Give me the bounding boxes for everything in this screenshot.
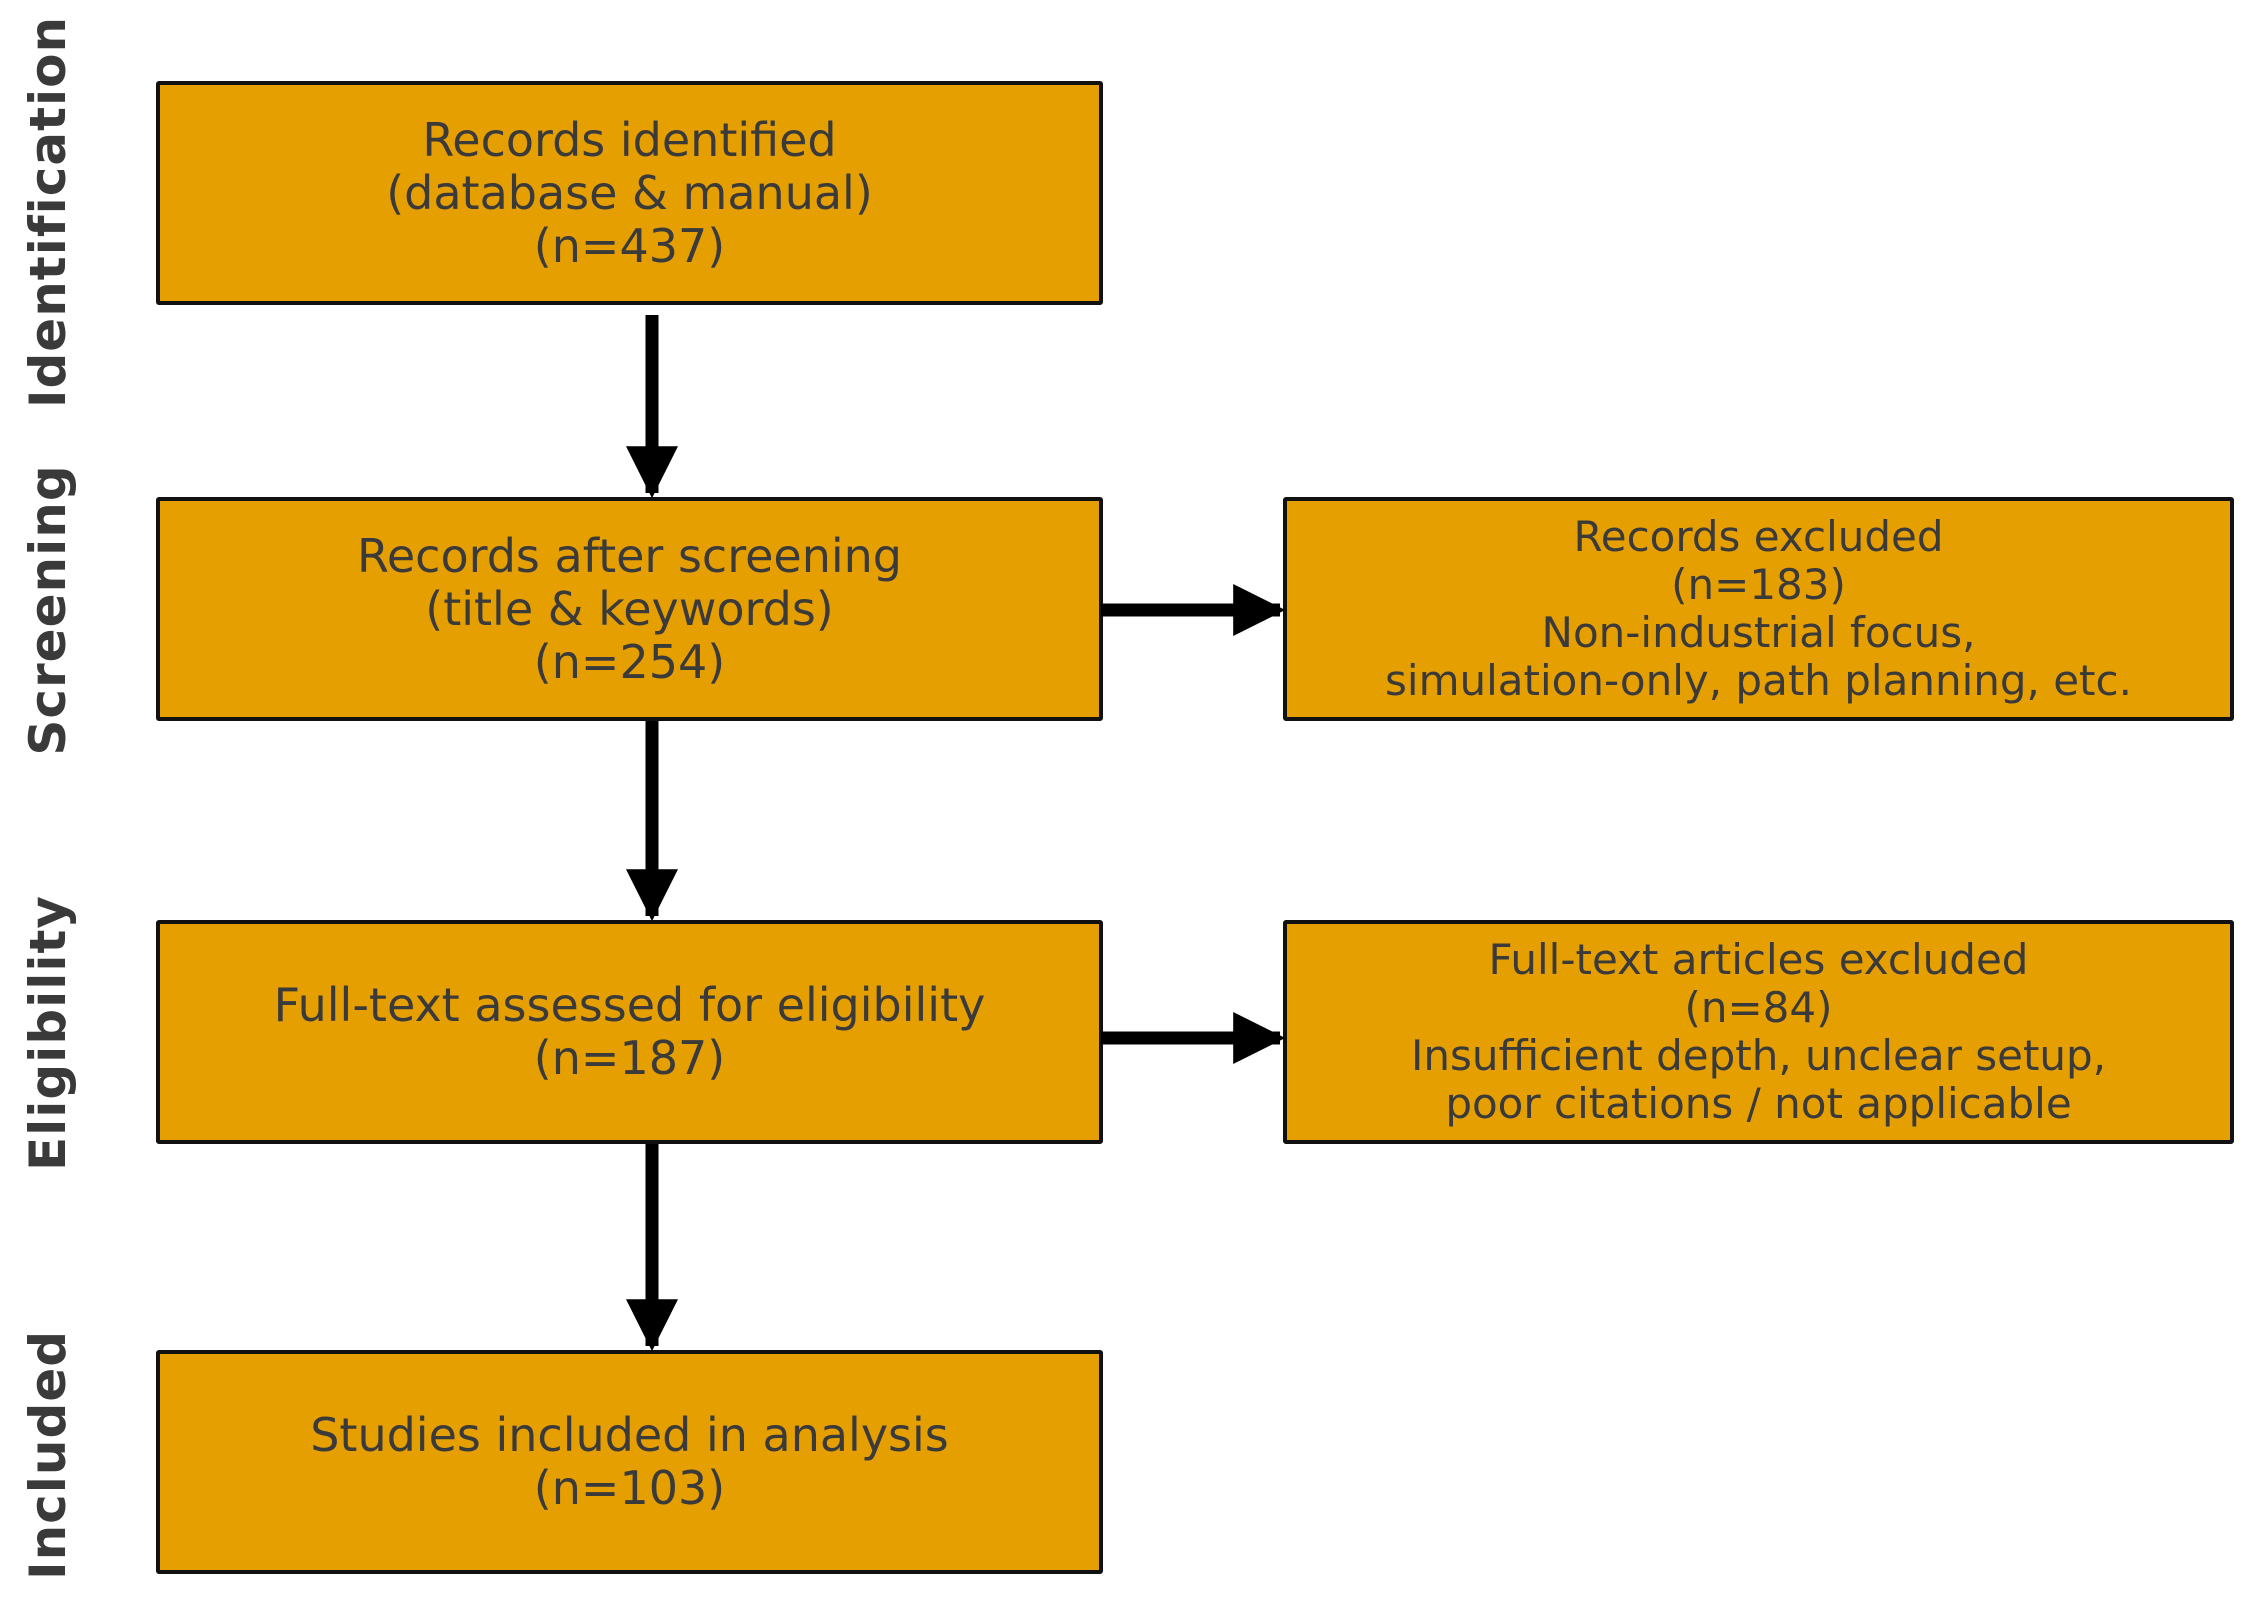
full-text-excluded-box: Full-text articles excluded (n=84) Insuf… (1283, 920, 2234, 1144)
box-line: Full-text assessed for eligibility (273, 978, 986, 1032)
box-line: Insufficient depth, unclear setup, (1410, 1031, 2107, 1080)
box-line: (n=437) (533, 218, 726, 273)
records-identified-box: Records identified (database & manual) (… (156, 81, 1103, 305)
box-line: (n=103) (533, 1461, 726, 1515)
full-text-assessed-box: Full-text assessed for eligibility (n=18… (156, 920, 1103, 1144)
box-line: (n=183) (1671, 560, 1846, 609)
box-line: Non-industrial focus, (1541, 608, 1976, 657)
box-line: poor citations / not applicable (1445, 1079, 2072, 1128)
box-line: simulation-only, path planning, etc. (1385, 656, 2132, 705)
records-after-screening-box: Records after screening (title & keyword… (156, 497, 1103, 721)
box-line: Records after screening (356, 528, 902, 583)
box-line: Studies included in analysis (310, 1408, 949, 1462)
box-line: Records excluded (1573, 512, 1944, 561)
box-line: (n=187) (533, 1031, 726, 1085)
box-line: (title & keywords) (425, 581, 834, 636)
box-line: (n=254) (533, 634, 726, 689)
box-line: Records identified (422, 112, 837, 167)
studies-included-box: Studies included in analysis (n=103) (156, 1350, 1103, 1574)
records-excluded-box: Records excluded (n=183) Non-industrial … (1283, 497, 2234, 721)
box-line: (database & manual) (386, 165, 873, 220)
box-line: Full-text articles excluded (1488, 935, 2029, 984)
box-line: (n=84) (1684, 983, 1833, 1032)
